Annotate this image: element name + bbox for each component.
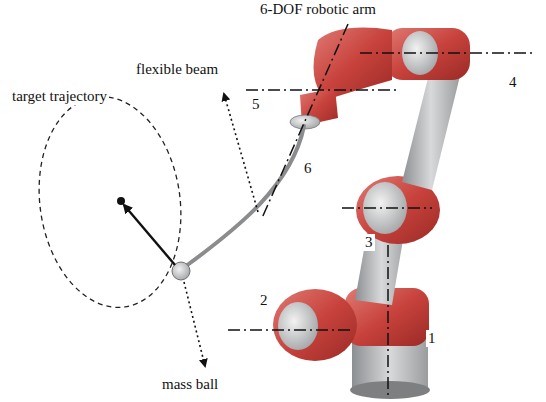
axis-2 bbox=[228, 329, 350, 331]
upper-link bbox=[402, 70, 460, 190]
trajectory-ellipse bbox=[26, 87, 194, 316]
joint-5 bbox=[314, 28, 393, 100]
callout-number: 6 bbox=[302, 160, 314, 177]
part-label: flexible beam bbox=[134, 61, 220, 78]
callout-number: 1 bbox=[426, 330, 438, 347]
trajectory-center bbox=[117, 197, 125, 205]
axis-3 bbox=[342, 207, 432, 209]
ball-leader bbox=[184, 282, 205, 366]
axis-4 bbox=[360, 52, 534, 54]
callout-number: 3 bbox=[363, 234, 375, 251]
part-label: target trajectory bbox=[10, 88, 109, 105]
part-label: mass ball bbox=[160, 376, 220, 393]
base-foot bbox=[350, 381, 430, 399]
callout-number: 2 bbox=[258, 292, 270, 309]
part-label: 6-DOF robotic arm bbox=[258, 1, 378, 18]
callout-number: 4 bbox=[507, 74, 519, 91]
flexible-beam bbox=[186, 126, 304, 266]
position-arrow bbox=[124, 205, 175, 265]
axis-1 bbox=[387, 245, 389, 398]
joint-2 bbox=[273, 289, 357, 361]
callout-number: 5 bbox=[250, 96, 262, 113]
axis-5 bbox=[246, 89, 398, 91]
joint-4 bbox=[385, 28, 470, 80]
axis-6 bbox=[262, 24, 348, 218]
joint-2-cap bbox=[278, 302, 318, 350]
